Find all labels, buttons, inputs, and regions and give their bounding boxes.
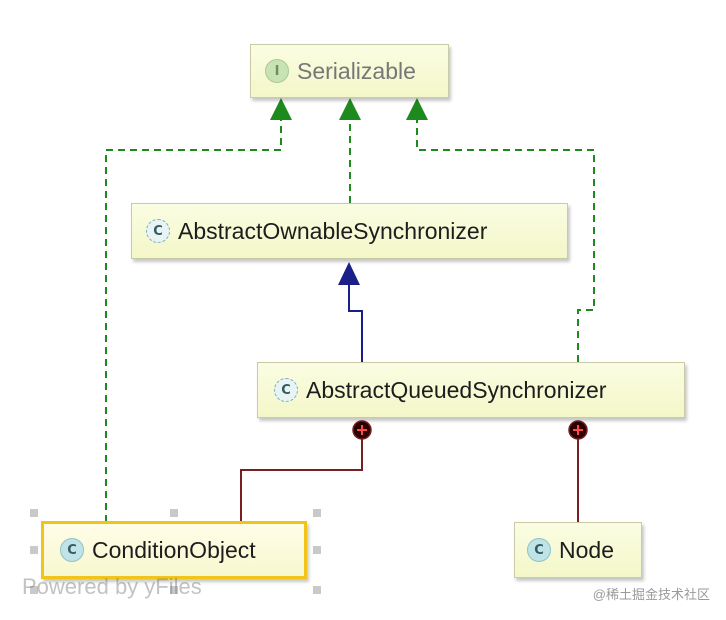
node-abstract-queued-synchronizer[interactable]: C AbstractQueuedSynchronizer (257, 362, 685, 418)
node-label: AbstractQueuedSynchronizer (306, 376, 607, 403)
node-abstract-ownable-synchronizer[interactable]: C AbstractOwnableSynchronizer (131, 203, 568, 259)
source-credit: @稀土掘金技术社区 (592, 587, 710, 602)
arrowhead-implements-right (406, 98, 428, 120)
selection-handle[interactable] (30, 586, 38, 594)
selection-handle[interactable] (170, 586, 178, 594)
edge-condition-to-serializable (105, 120, 282, 522)
edge-queued-extends-ownable (348, 285, 363, 362)
arrowhead-implements-middle (339, 98, 361, 120)
selection-handle[interactable] (30, 509, 38, 517)
class-icon: C (60, 538, 84, 562)
edge-condition-inner-of-queued (240, 438, 363, 522)
selection-handle[interactable] (170, 509, 178, 517)
selection-handle[interactable] (313, 546, 321, 554)
yfiles-watermark: Powered by yFiles (22, 574, 202, 599)
node-node[interactable]: C Node (514, 522, 642, 578)
selection-handle[interactable] (313, 509, 321, 517)
selection-handle[interactable] (30, 546, 38, 554)
arrowhead-extends (338, 262, 360, 285)
node-serializable[interactable]: I Serializable (250, 44, 449, 98)
node-condition-object[interactable]: C ConditionObject (41, 521, 307, 579)
class-icon: C (527, 538, 551, 562)
node-label: Serializable (297, 57, 416, 84)
selection-handle[interactable] (313, 586, 321, 594)
edge-queued-to-serializable (416, 120, 595, 362)
abstract-class-icon: C (146, 219, 170, 243)
arrowhead-implements-left (270, 98, 292, 120)
node-label: AbstractOwnableSynchronizer (178, 217, 488, 244)
node-label: ConditionObject (92, 536, 256, 563)
interface-icon: I (265, 59, 289, 83)
abstract-class-icon: C (274, 378, 298, 402)
node-label: Node (559, 536, 614, 563)
